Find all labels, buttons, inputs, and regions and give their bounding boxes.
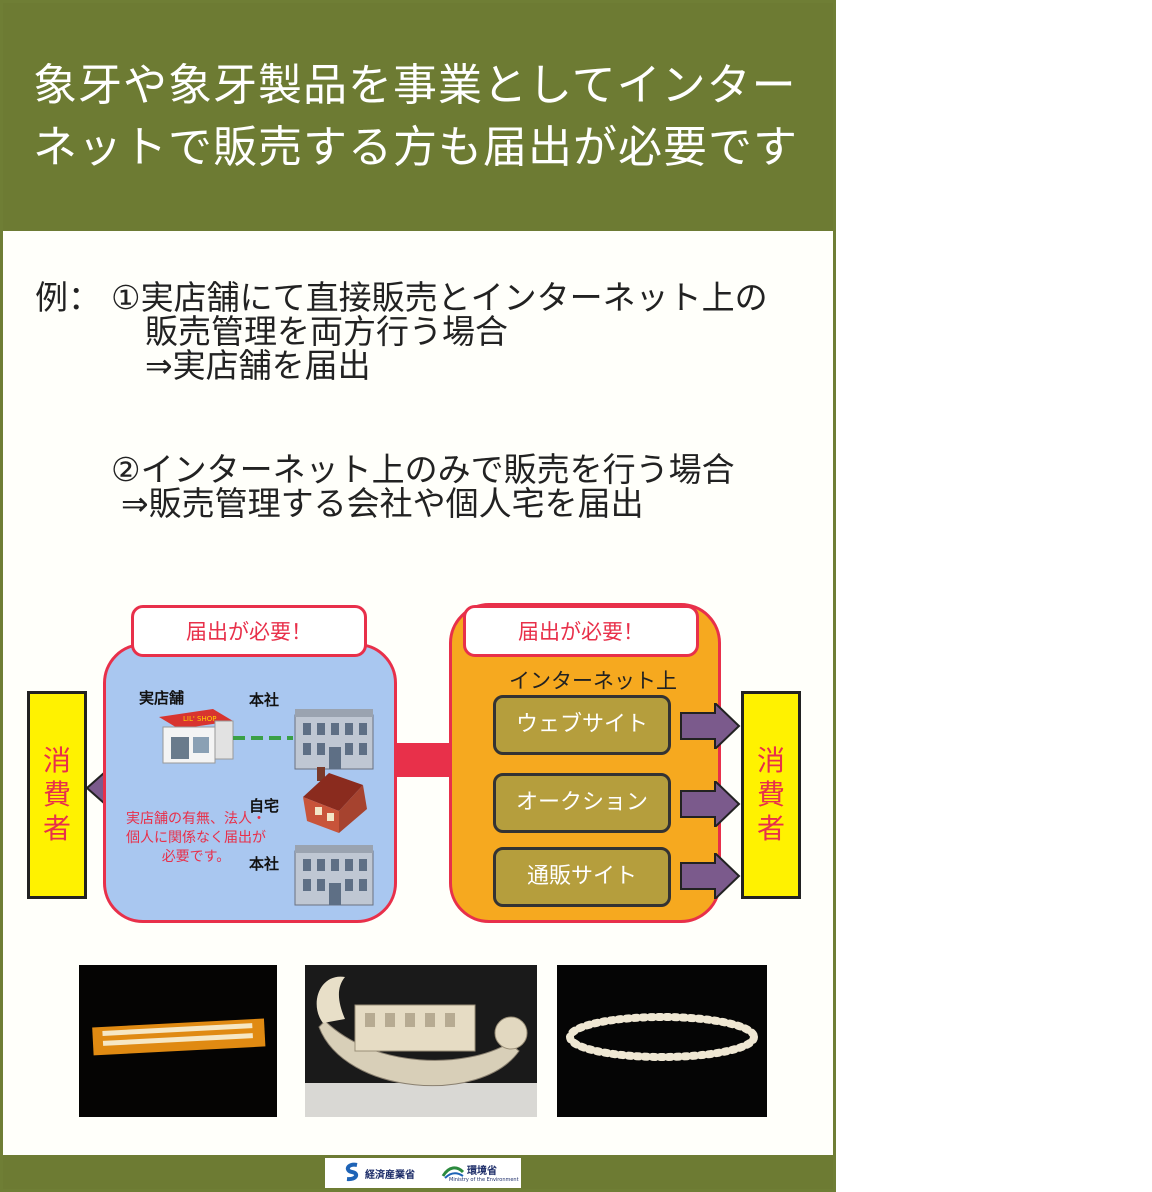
- hq-label-top: 本社: [249, 691, 280, 709]
- arrow-right-icon: [680, 853, 741, 899]
- examples-prefix: 例：: [35, 278, 101, 317]
- photo-ivory-ship: [305, 965, 537, 1117]
- example-1-line-1: ①実店舗にて直接販売とインターネット上の: [111, 278, 768, 317]
- arrow-right-icon: [680, 703, 741, 749]
- photo-ivory-necklace: [557, 965, 767, 1117]
- poster: 象牙や象牙製品を事業としてインター ネットで販売する方も届出が必要です 例： ①…: [0, 0, 836, 1192]
- service-website: ウェブサイト: [493, 695, 671, 755]
- internet-label: インターネット上: [509, 669, 677, 693]
- notice-badge-right: 届出が必要！: [463, 605, 699, 657]
- moe-name: 環境省: [467, 1166, 497, 1177]
- title-banner: 象牙や象牙製品を事業としてインター ネットで販売する方も届出が必要です: [3, 3, 833, 231]
- ministry-logos: 経済産業省 環境省 Ministry of the Environment: [325, 1158, 521, 1188]
- home-label: 自宅: [249, 797, 280, 815]
- service-auction: オークション: [493, 773, 671, 833]
- store-label: 実店舗: [139, 689, 185, 707]
- consumer-char: 費: [42, 778, 71, 811]
- hq-label-bottom: 本社: [249, 855, 280, 873]
- title-line-2: ネットで販売する方も届出が必要です: [33, 122, 798, 173]
- office-building-icon: [294, 845, 374, 906]
- office-building-icon: [294, 709, 374, 770]
- title-line-1: 象牙や象牙製品を事業としてインター: [33, 60, 797, 111]
- house-icon: [303, 767, 367, 833]
- consumer-char: 消: [42, 744, 71, 777]
- page-title: 象牙や象牙製品を事業としてインター ネットで販売する方も届出が必要です: [33, 55, 823, 179]
- consumer-box-left: 消 費 者: [27, 691, 87, 899]
- photo-ivory-chopsticks: [79, 965, 277, 1117]
- moe-logo-icon: [441, 1166, 465, 1179]
- example-1-line-2: 販売管理を両方行う場合: [145, 312, 508, 351]
- meti-logo-icon: [345, 1162, 359, 1182]
- example-2-line-2: ⇒販売管理する会社や個人宅を届出: [121, 484, 644, 523]
- notice-note: 実店舗の有無、法人・個人に関係なく届出が必要です。: [126, 811, 266, 865]
- shop-icon: LIL' SHOP: [159, 709, 234, 764]
- consumer-char: 者: [42, 812, 71, 845]
- notice-badge-left: 届出が必要！: [131, 605, 367, 657]
- consumer-char: 消: [756, 744, 785, 777]
- consumer-char: 費: [756, 778, 785, 811]
- shop-sign: LIL' SHOP: [183, 715, 216, 723]
- consumer-char: 者: [756, 812, 785, 845]
- consumer-box-right: 消 費 者: [741, 691, 801, 899]
- service-mail-order: 通販サイト: [493, 847, 671, 907]
- dashed-link: [233, 736, 293, 740]
- example-1-line-3: ⇒実店舗を届出: [145, 346, 371, 385]
- connector-bar: [397, 743, 449, 777]
- arrow-right-icon: [680, 781, 741, 827]
- meti-name: 経済産業省: [365, 1170, 415, 1181]
- moe-name-en: Ministry of the Environment: [449, 1177, 519, 1183]
- example-2-line-1: ②インターネット上のみで販売を行う場合: [111, 450, 735, 489]
